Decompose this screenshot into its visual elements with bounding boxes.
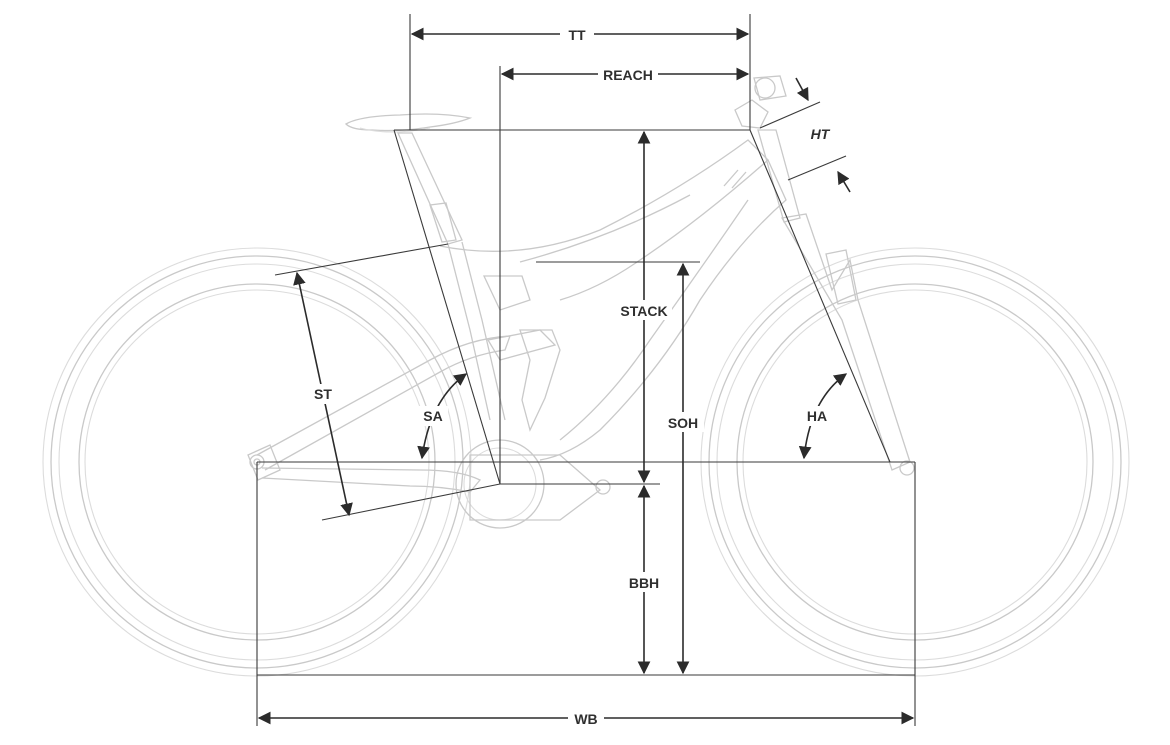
frame-logo xyxy=(723,169,747,189)
frame-down-tube xyxy=(539,159,787,461)
chainstay xyxy=(261,467,482,493)
bike-silhouette xyxy=(42,75,1130,677)
wb-label: WB xyxy=(574,711,597,727)
sa-label: SA xyxy=(423,408,442,424)
rear-shock xyxy=(482,275,531,311)
ht-label: HT xyxy=(811,126,831,142)
saddle xyxy=(344,113,473,132)
seatstay xyxy=(256,335,511,471)
frame-seat-tube xyxy=(447,241,506,421)
front-hub xyxy=(899,460,915,476)
tt-label: TT xyxy=(568,27,586,43)
bbh-label: BBH xyxy=(629,575,659,591)
st-label: ST xyxy=(314,386,332,402)
reach-label: REACH xyxy=(603,67,653,83)
ha-label: HA xyxy=(807,408,827,424)
ht-arrow-top xyxy=(795,77,809,102)
frame-top-tube xyxy=(439,139,769,301)
dimension-lines xyxy=(256,14,916,726)
handlebar xyxy=(734,99,769,129)
head-tube xyxy=(757,129,801,223)
soh-label: SOH xyxy=(668,415,698,431)
fork xyxy=(780,213,911,471)
stack-label: STACK xyxy=(620,303,667,319)
seatpost xyxy=(396,132,463,245)
ht-arrow-bottom xyxy=(837,170,851,193)
dimension-labels: TT REACH HT STACK SOH ST SA HA BBH WB xyxy=(310,25,832,727)
